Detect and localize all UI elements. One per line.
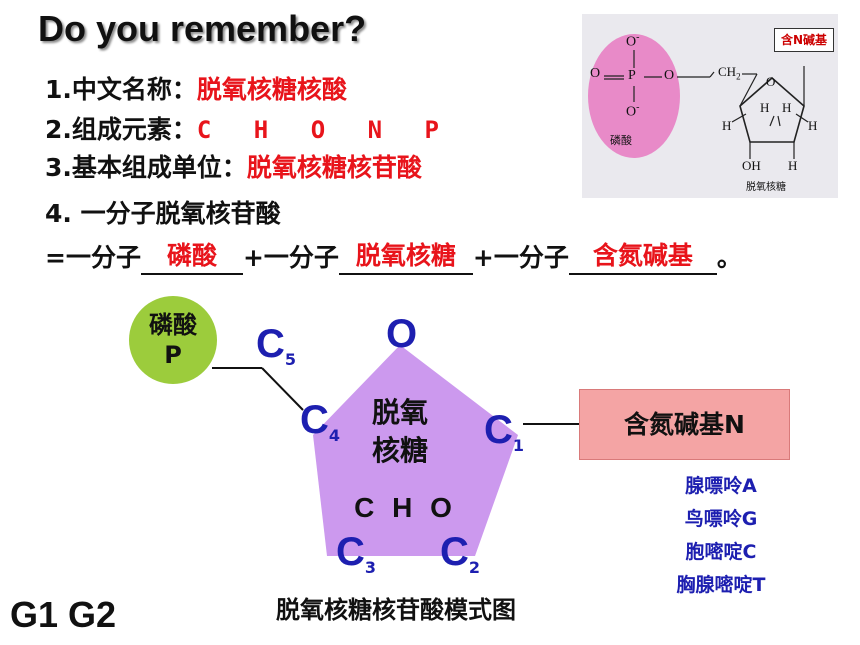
footer-label: G1 G2: [10, 594, 117, 635]
inset-base-tag: 含N碱基: [774, 28, 834, 52]
page-title: Do you remember?: [38, 8, 367, 49]
ring-oxygen-label: O: [386, 312, 418, 356]
inset-h-3: H: [782, 100, 792, 115]
inset-oh: OH: [742, 158, 761, 173]
base-cytosine: 胞嘧啶C: [685, 541, 757, 563]
carbon-5-label: C5: [256, 322, 297, 369]
diagram-caption: 脱氧核糖核苷酸模式图: [276, 596, 516, 624]
inset-ring-o: O: [766, 74, 776, 89]
inset-structure-svg: [588, 34, 809, 159]
base-adenine: 腺嘌呤A: [685, 475, 757, 497]
phosphate-label-line1: 磷酸: [149, 311, 197, 339]
equation-line: =一分子磷酸+一分子脱氧核糖+一分子含氮碱基。: [45, 241, 742, 275]
inset-h-1: H: [722, 118, 732, 133]
question-1-answer: 脱氧核糖核酸: [196, 75, 347, 104]
blank-3-answer: 含氮碱基: [592, 241, 693, 270]
question-4: 4. 一分子脱氧核苷酸: [45, 199, 281, 229]
question-3-label: 3.基本组成单位：: [45, 153, 247, 182]
blank-2-answer: 脱氧核糖: [355, 241, 456, 270]
base-guanine: 鸟嘌呤G: [684, 508, 758, 530]
inset-h-5: H: [788, 158, 798, 173]
phosphate-label-line2: P: [164, 341, 182, 369]
inset-h-2: H: [760, 100, 770, 115]
blank-1-answer: 磷酸: [166, 241, 217, 270]
sugar-pentagon: [313, 345, 518, 556]
inset-h-4: H: [808, 118, 818, 133]
inset-ch2: CH2: [718, 64, 741, 82]
blank-3: 含氮碱基: [568, 241, 717, 275]
carbon-3-label: C3: [336, 530, 377, 577]
question-4-label: 4. 一分子脱氧核苷酸: [45, 199, 281, 228]
c5-c4-bond: [261, 367, 304, 411]
carbon-4-label: C4: [300, 398, 341, 445]
sugar-label-line2: 核糖: [371, 434, 428, 467]
inset-o-left: O: [590, 66, 601, 81]
question-1: 1.中文名称：脱氧核糖核酸: [45, 75, 347, 105]
phosphate-circle: [129, 296, 217, 384]
question-3-answer: 脱氧核糖核苷酸: [246, 153, 422, 182]
phosphate-label: 磷酸 P: [130, 310, 216, 370]
question-3: 3.基本组成单位：脱氧核糖核苷酸: [45, 153, 422, 183]
question-2-label: 2.组成元素：: [45, 115, 197, 144]
equation-prefix: =一分子: [45, 243, 141, 272]
question-1-label: 1.中文名称：: [45, 75, 197, 104]
sugar-label: 脱氧 核糖: [355, 394, 445, 470]
inset-phosphate-caption: 磷酸: [610, 134, 632, 147]
inset-o-top: O-: [626, 32, 640, 50]
inset-sugar-caption: 脱氧核糖: [746, 182, 786, 193]
sugar-label-line1: 脱氧: [371, 396, 428, 429]
question-2-answer: C H O N P: [196, 116, 453, 144]
blank-2: 脱氧核糖: [338, 241, 473, 275]
equation-plus-1: +一分子: [242, 243, 339, 272]
carbon-2-label: C2: [440, 530, 481, 577]
inset-sugar-ring: [739, 76, 805, 143]
base-thymine: 胸腺嘧啶T: [676, 574, 766, 596]
sugar-elements: C H O: [354, 492, 452, 523]
inset-o-bottom: O-: [626, 102, 640, 120]
base-box: 含氮碱基N: [579, 389, 790, 460]
inset-o-right: O: [664, 68, 675, 83]
question-2: 2.组成元素：C H O N P: [45, 115, 453, 145]
equation-end: 。: [716, 243, 742, 272]
base-list: 腺嘌呤A 鸟嘌呤G 胞嘧啶C 胸腺嘧啶T: [656, 470, 786, 602]
carbon-1-label: C1: [484, 408, 525, 455]
inset-p: P: [628, 68, 636, 83]
equation-plus-2: +一分子: [472, 243, 569, 272]
inset-figure: O- O P O O- CH2 O H H H H OH H 磷酸 脱氧核糖 含…: [582, 14, 838, 198]
blank-1: 磷酸: [140, 241, 243, 275]
